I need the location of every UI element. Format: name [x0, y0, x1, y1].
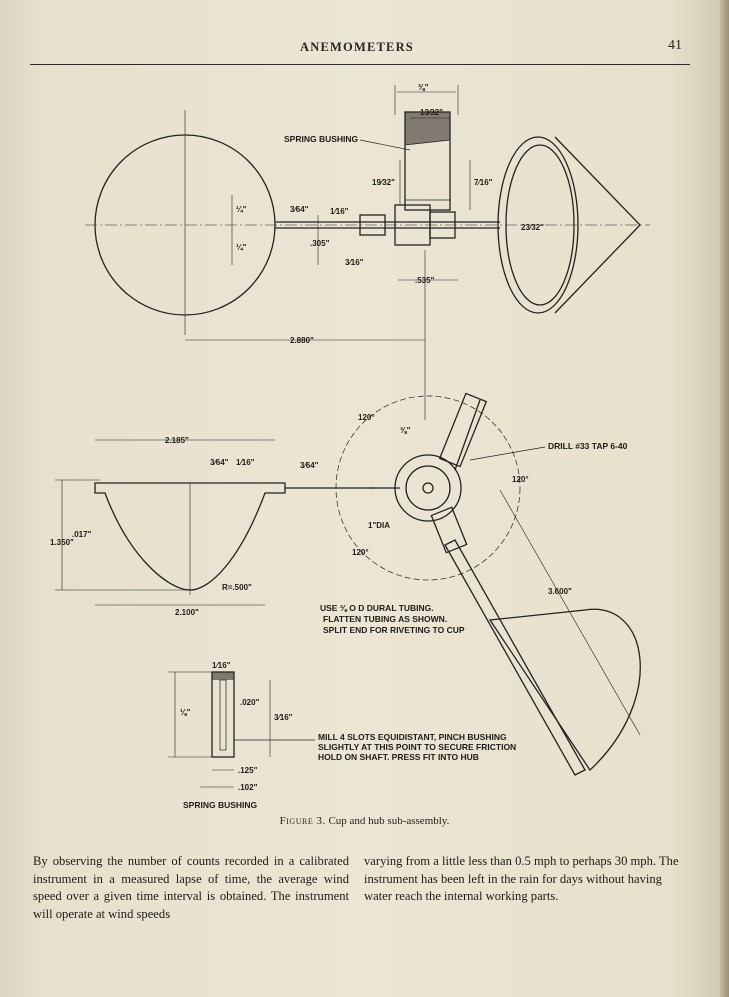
label-dia: 1"DIA [368, 521, 390, 530]
dim-3-16: 3⁄16" [345, 258, 364, 267]
dim-1-4-lower: ¼" [236, 243, 247, 252]
label-spring-bushing-title: SPRING BUSHING [183, 800, 258, 810]
header-rule [30, 64, 690, 66]
hub [394, 454, 462, 522]
dim-3-64b: 3⁄64" [210, 458, 229, 467]
dim-1-4: ¼" [236, 205, 247, 214]
dim-3-64: 3⁄64" [290, 205, 309, 214]
body-text-right: varying from a little less than 0.5 mph … [364, 854, 679, 903]
dim-305: .305" [310, 239, 330, 248]
dim-3-16b: 3⁄16" [274, 713, 293, 722]
label-mill-2: SLIGHTLY AT THIS POINT TO SECURE FRICTIO… [318, 742, 516, 752]
label-mill-3: HOLD ON SHAFT. PRESS FIT INTO HUB [318, 752, 479, 762]
label-spring-bushing: SPRING BUSHING [284, 134, 359, 144]
dim-120-bottom: 120° [352, 548, 369, 557]
dim-125: .125" [238, 766, 258, 775]
dim-3-8b: ⅜" [400, 426, 411, 435]
cup-side-view [497, 136, 579, 314]
label-drill: DRILL #33 TAP 6-40 [548, 441, 628, 451]
label-flatten: FLATTEN TUBING AS SHOWN. [323, 614, 447, 624]
dim-19-32: 19⁄32" [372, 178, 395, 187]
figure-caption: Figure 3. Cup and hub sub-assembly. [0, 815, 729, 827]
dim-1-16c: 1⁄16" [212, 661, 231, 670]
dim-102: .102" [238, 783, 258, 792]
dim-3-64c: 3⁄64" [300, 461, 319, 470]
body-text-left: By observing the number of counts record… [33, 854, 349, 921]
dim-2880: 2.880" [290, 336, 314, 345]
book-spine-shadow [720, 0, 729, 997]
dim-535: .535" [415, 276, 435, 285]
dim-23-32: 23⁄32" [521, 223, 544, 232]
arm-tubing [444, 539, 586, 776]
cup-angled [488, 608, 641, 771]
running-head: ANEMOMETERS [300, 40, 414, 54]
dim-r500: R=.500" [222, 583, 252, 592]
dim-3600: 3.600" [548, 587, 572, 596]
dim-1-8: ⅛" [180, 708, 191, 717]
hub-bolt-circle [335, 395, 521, 581]
dim-120-right: 120° [512, 475, 529, 484]
dim-3-8: ⅜" [418, 83, 429, 92]
dim-1350: 1.350" [50, 538, 74, 547]
dim-2100: 2.100" [175, 608, 199, 617]
dim-017: .017" [72, 530, 92, 539]
dim-13-32: 13⁄32" [420, 108, 443, 117]
label-split: SPLIT END FOR RIVETING TO CUP [323, 625, 465, 635]
dim-2185: 2.185" [165, 436, 189, 445]
label-dural: USE ⅜ O D DURAL TUBING. [320, 603, 434, 613]
dim-020: .020" [240, 698, 260, 707]
caption-text: Cup and hub sub-assembly. [325, 815, 450, 827]
dim-1-16: 1⁄16" [330, 207, 349, 216]
page-header: ANEMOMETERS 41 [32, 38, 682, 58]
dim-1-16b: 1⁄16" [236, 458, 255, 467]
dim-120-top: 120° [358, 413, 375, 422]
label-mill-1: MILL 4 SLOTS EQUIDISTANT, PINCH BUSHING [318, 732, 507, 742]
dim-7-16: 7⁄16" [474, 178, 493, 187]
page-number: 41 [668, 38, 682, 53]
caption-prefix: Figure 3. [279, 815, 326, 827]
spring-bushing-detail [211, 671, 235, 758]
